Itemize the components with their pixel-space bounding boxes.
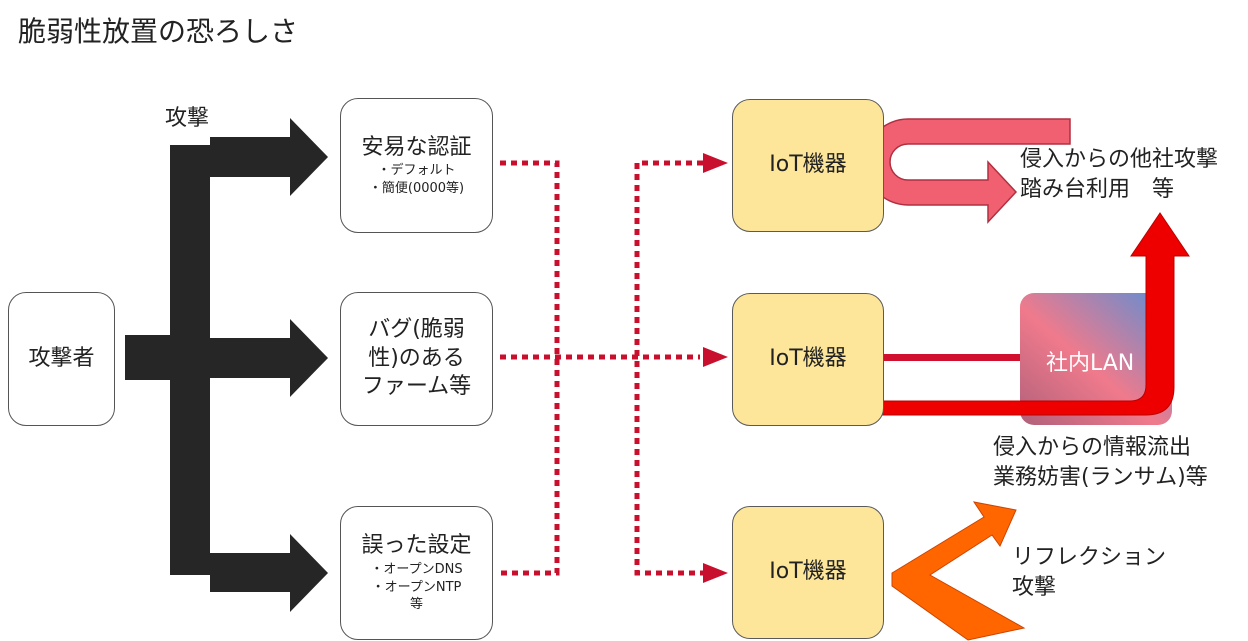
iot-box-top: IoT機器 (732, 99, 884, 232)
cause-line: 性)のある (368, 345, 465, 371)
lan-link (884, 354, 1020, 361)
cause-title-auth: 安易な認証 (361, 134, 472, 160)
iot-label: IoT機器 (769, 152, 847, 178)
dotted-arrowheads (703, 153, 728, 583)
cause-box-bug: バグ(脆弱 性)のある ファーム等 (340, 292, 493, 426)
cause-box-auth: 安易な認証 ・デフォルト ・簡便(0000等) (340, 98, 493, 233)
cause-title-config: 誤った設定 (361, 533, 472, 559)
lan-box (1020, 293, 1172, 425)
outcome-bottom: リフレクション 攻撃 (1012, 543, 1166, 602)
iot-label: IoT機器 (769, 346, 847, 372)
cause-line: バグ(脆弱 (368, 317, 465, 343)
outcome-line: 侵入からの情報流出 (993, 435, 1192, 460)
outcome-middle: 侵入からの情報流出 業務妨害(ランサム)等 (993, 433, 1208, 492)
cause-detail: ・簡便(0000等) (368, 180, 465, 196)
outcome-top: 侵入からの他社攻撃 踏み台利用 等 (1020, 145, 1218, 204)
red-bent-arrow (797, 212, 1190, 416)
attacker-box: 攻撃者 (8, 292, 115, 426)
cause-detail: ・オープンDNS (370, 561, 463, 577)
outcome-line: リフレクション (1012, 545, 1167, 570)
page-title: 脆弱性放置の恐ろしさ (18, 15, 299, 48)
cause-line: ファーム等 (361, 374, 472, 400)
cause-detail: ・デフォルト (377, 163, 456, 179)
iot-label: IoT機器 (769, 559, 847, 585)
cause-detail: ・オープンNTP (371, 579, 462, 595)
outcome-line: 踏み台利用 等 (1020, 176, 1175, 202)
cause-box-config: 誤った設定 ・オープンDNS ・オープンNTP 等 (340, 506, 493, 640)
attack-arrows (125, 118, 328, 612)
attack-label: 攻撃 (165, 106, 210, 131)
lan-label: 社内LAN (1046, 351, 1135, 376)
cause-detail: 等 (409, 597, 423, 613)
attacker-label: 攻撃者 (28, 345, 95, 371)
dotted-connectors (500, 160, 703, 576)
outcome-line: 侵入からの他社攻撃 (1020, 147, 1219, 172)
orange-reflection-arrow (891, 501, 1026, 641)
iot-box-bottom: IoT機器 (732, 506, 884, 639)
outcome-line: 業務妨害(ランサム)等 (993, 464, 1208, 490)
outcome-line: 攻撃 (1012, 574, 1057, 600)
iot-box-middle: IoT機器 (732, 293, 884, 426)
